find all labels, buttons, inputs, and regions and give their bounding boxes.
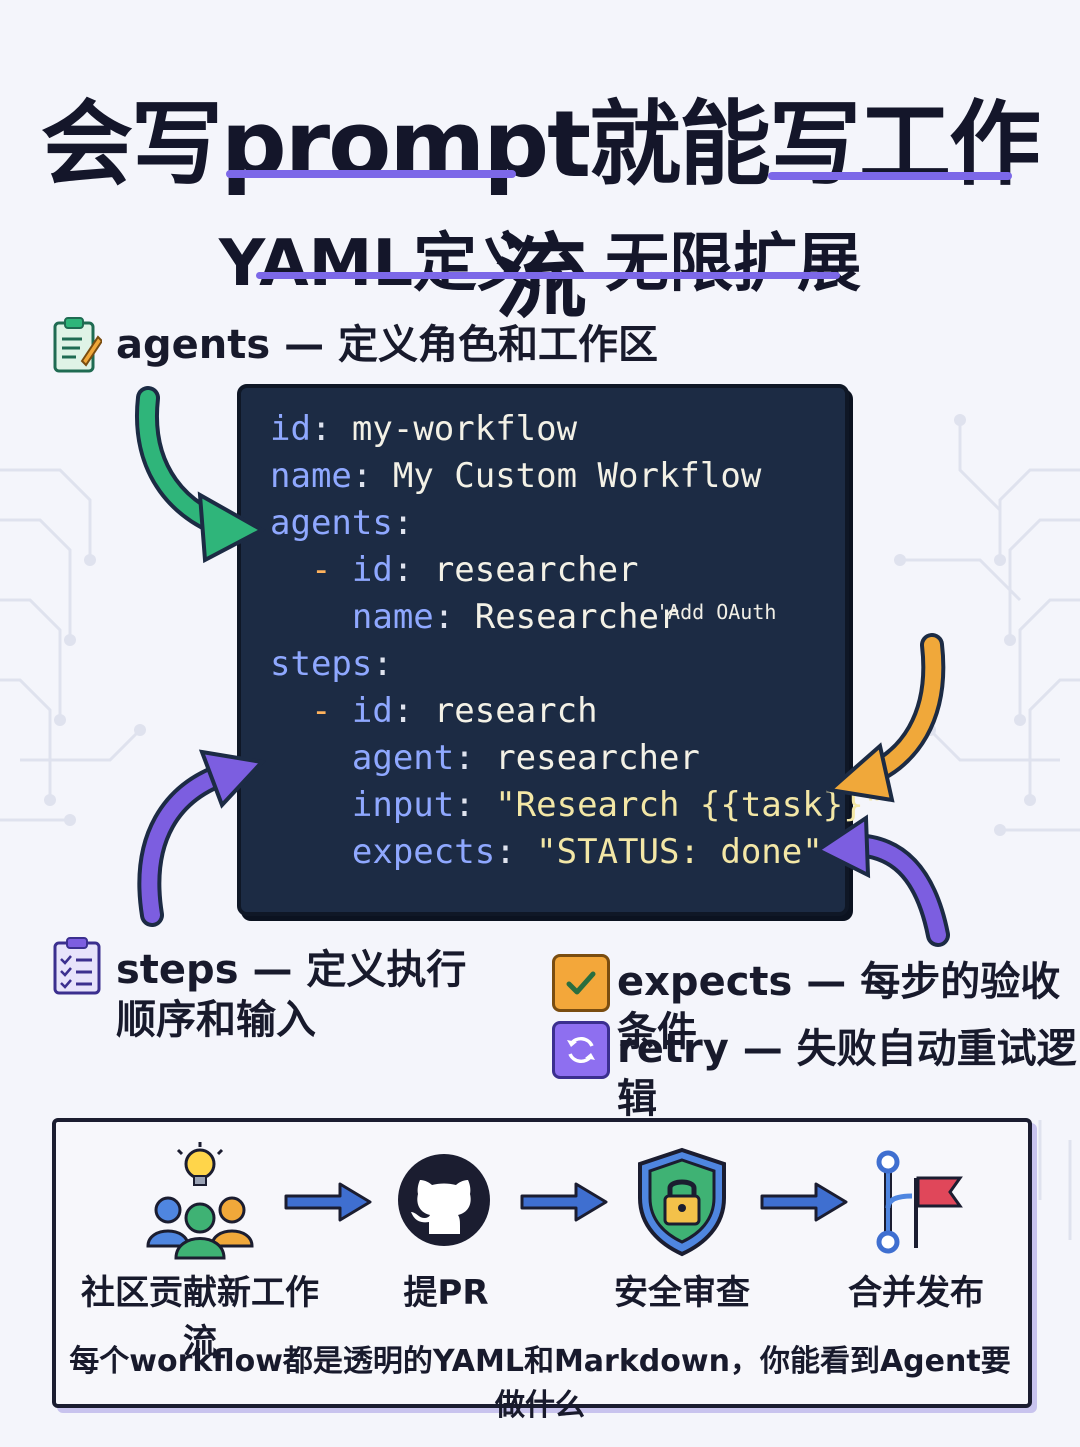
contribution-flow-panel xyxy=(52,1118,1032,1408)
steps-desc-line2: 顺序和输入 xyxy=(116,997,316,1043)
flow-footer-text: 每个workflow都是透明的YAML和Markdown，你能看到Agent要做… xyxy=(69,1344,1011,1423)
code-value: my-workflow xyxy=(331,409,578,449)
code-line: - id: researcher xyxy=(310,550,639,590)
community-idea-icon xyxy=(146,1142,254,1260)
code-dash: - xyxy=(310,550,352,590)
agents-key: agents xyxy=(116,322,271,368)
purple-arrow-right xyxy=(814,814,950,947)
retry-desc: — 失败自动重试逻辑 xyxy=(617,1026,1077,1122)
code-key: id xyxy=(270,409,311,449)
retry-key: retry xyxy=(617,1026,729,1072)
flow-step-community: 社区贡献新工作流 xyxy=(81,1273,319,1362)
code-key: steps xyxy=(270,644,373,684)
yaml-code-panel xyxy=(237,384,849,916)
code-key: expects xyxy=(351,832,496,872)
shield-lock-icon xyxy=(638,1147,726,1257)
flow-arrow-3 xyxy=(760,1182,848,1222)
code-line: - id: research xyxy=(310,691,598,731)
yaml-code: id: my-workflow name: My Custom Workflow a… xyxy=(270,406,884,876)
code-value: "Research {{task}}" xyxy=(474,785,885,825)
steps-label: steps — 定义执行 顺序和输入 xyxy=(116,945,466,1045)
check-icon xyxy=(552,954,610,1012)
code-dash: - xyxy=(310,691,352,731)
code-line: agent: researcher xyxy=(351,738,700,778)
code-line: input: "Research {{task}}" xyxy=(351,785,885,825)
green-arrow xyxy=(135,386,267,564)
code-value: research xyxy=(413,691,598,731)
code-line: expects: "STATUS: done" xyxy=(351,832,823,872)
code-key: id xyxy=(351,691,393,731)
code-annotation: 'Add OAuth xyxy=(656,600,777,624)
retry-label: retry — 失败自动重试逻辑 xyxy=(617,1024,1080,1124)
code-key: name xyxy=(270,456,352,496)
expects-label: expects — 每步的验收条件 xyxy=(617,957,1080,1057)
title-underline-right xyxy=(768,172,1012,180)
code-key: agents xyxy=(270,503,393,543)
purple-arrow-left xyxy=(137,749,266,927)
code-value: Researcher xyxy=(454,597,680,637)
agents-desc: — 定义角色和工作区 xyxy=(284,322,659,368)
clipboard-pencil-icon xyxy=(52,315,102,375)
code-value: researcher xyxy=(474,738,700,778)
flow-arrow-1 xyxy=(284,1182,372,1222)
checklist-icon xyxy=(52,935,102,997)
expects-key: expects xyxy=(617,959,793,1005)
code-value: researcher xyxy=(413,550,639,590)
subtitle-underline xyxy=(256,272,840,279)
code-line: name: Researcher xyxy=(351,597,680,637)
github-icon xyxy=(398,1154,490,1246)
flow-step-merge: 合并发布 xyxy=(848,1273,984,1313)
code-value: "STATUS: done" xyxy=(515,832,823,872)
code-key: input xyxy=(351,785,455,825)
flow-arrow-2 xyxy=(520,1182,608,1222)
code-key: id xyxy=(351,550,393,590)
code-line: name: My Custom Workflow xyxy=(270,456,762,496)
code-key: name xyxy=(351,597,434,637)
steps-desc: — 定义执行 xyxy=(252,947,467,993)
flow-step-security: 安全审查 xyxy=(614,1273,750,1313)
code-value: My Custom Workflow xyxy=(372,456,762,496)
code-key: agent xyxy=(351,738,455,778)
merge-flag-icon xyxy=(876,1150,963,1254)
refresh-icon xyxy=(552,1021,610,1079)
page-subtitle: YAML定义，无限扩展 xyxy=(218,227,862,301)
code-line: agents: xyxy=(270,503,414,543)
code-line: id: my-workflow xyxy=(270,409,578,449)
title-underline-left xyxy=(226,170,516,178)
code-line: steps: xyxy=(270,644,393,684)
agents-label: agents — 定义角色和工作区 xyxy=(116,320,658,370)
orange-arrow xyxy=(825,633,946,803)
steps-key: steps xyxy=(116,947,239,993)
flow-step-pr: 提PR xyxy=(403,1273,489,1313)
expects-desc: — 每步的验收条件 xyxy=(617,959,1061,1055)
